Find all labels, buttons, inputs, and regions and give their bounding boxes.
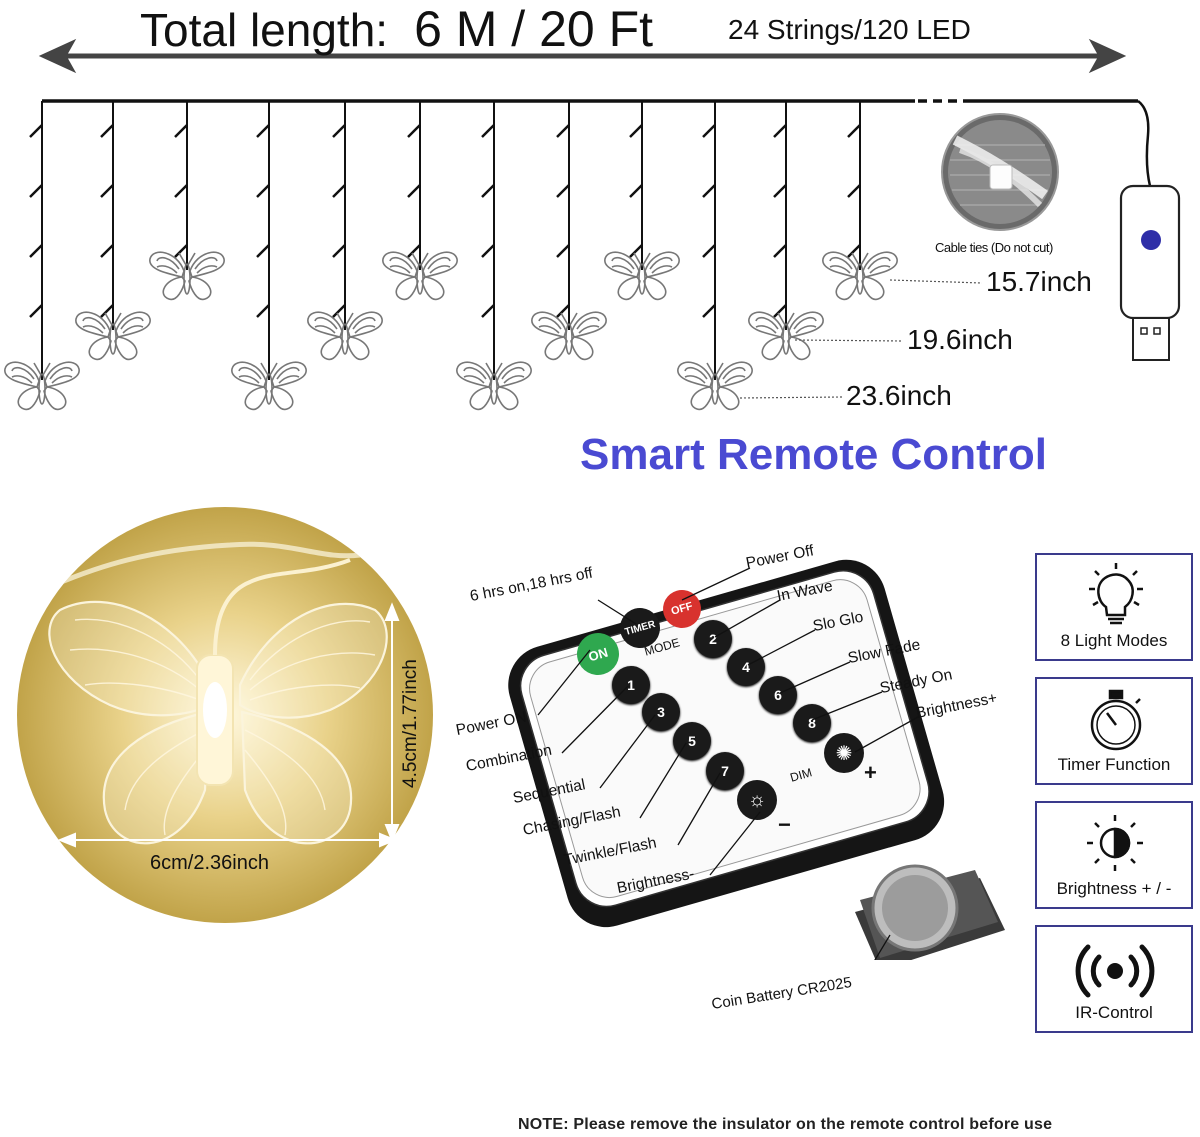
led-bulb	[773, 124, 787, 138]
butterflies	[4, 251, 898, 411]
led-bulb	[702, 244, 716, 258]
total-length-heading: Total length: 6 M / 20 Ft	[140, 0, 653, 58]
led-bulb	[100, 124, 114, 138]
led-bulb	[847, 184, 861, 198]
total-length-label: Total length:	[140, 4, 389, 56]
feature-label: IR-Control	[1075, 1003, 1153, 1022]
feature-label: Timer Function	[1057, 755, 1171, 774]
butterfly-height-label: 4.5cm/1.77inch	[400, 659, 421, 788]
led-bulb	[332, 124, 346, 138]
feature-ir-control: IR-Control	[1035, 925, 1193, 1033]
led-bulb	[556, 184, 570, 198]
led-bulb	[702, 124, 716, 138]
led-bulb	[629, 244, 643, 258]
dimension-arrows	[57, 602, 400, 848]
controller-box	[1119, 184, 1181, 361]
brightness-icon	[1087, 815, 1143, 871]
lightbulb-icon	[1089, 563, 1143, 625]
led-strands	[29, 101, 861, 380]
led-bulb	[174, 184, 188, 198]
led-bulb	[29, 304, 43, 318]
mode-button-4[interactable]: 4	[727, 648, 765, 686]
led-bulb	[29, 124, 43, 138]
mode-button-7[interactable]: 7	[706, 752, 744, 790]
feature-timer: Timer Function	[1035, 677, 1193, 785]
brightness-up-button[interactable]: ✺	[824, 733, 864, 773]
feature-light-modes: 8 Light Modes	[1035, 553, 1193, 661]
led-bulb	[256, 184, 270, 198]
length-label-long: 23.6inch	[846, 380, 952, 411]
led-bulb	[256, 124, 270, 138]
brightness-down-button[interactable]: ☼	[737, 780, 777, 820]
sun-outline-icon: ☼	[747, 788, 767, 811]
mode-button-6[interactable]: 6	[759, 676, 797, 714]
curtain-diagram	[4, 38, 1181, 411]
mode-button-2[interactable]: 2	[694, 620, 732, 658]
butterfly-closeup	[17, 507, 433, 923]
led-bulb	[407, 184, 421, 198]
remote-control	[508, 559, 1005, 960]
plus-label: +	[864, 760, 877, 785]
ir-signal-icon	[1075, 944, 1155, 998]
led-bulb	[481, 304, 495, 318]
butterfly-width-label: 6cm/2.36inch	[150, 852, 269, 874]
led-bulb	[773, 244, 787, 258]
led-bulb	[773, 304, 787, 318]
led-bulb	[332, 304, 346, 318]
led-bulb	[174, 244, 188, 258]
led-bulb	[256, 244, 270, 258]
led-bulb	[702, 304, 716, 318]
cable-tie-closeup	[941, 113, 1059, 231]
led-bulb	[847, 244, 861, 258]
led-bulb	[29, 244, 43, 258]
led-bulb	[847, 124, 861, 138]
led-bulb	[629, 184, 643, 198]
led-bulb	[556, 304, 570, 318]
feature-label: Brightness + / -	[1056, 879, 1172, 898]
led-bulb	[556, 244, 570, 258]
led-bulb	[702, 184, 716, 198]
cable-ties-label: Cable ties (Do not cut)	[935, 240, 1053, 255]
battery-tray	[855, 864, 1005, 960]
led-bulb	[332, 184, 346, 198]
mode-button-1[interactable]: 1	[612, 666, 650, 704]
minus-label: −	[778, 812, 791, 837]
led-bulb	[481, 124, 495, 138]
led-bulb	[407, 244, 421, 258]
led-bulb	[256, 304, 270, 318]
led-bulb	[332, 244, 346, 258]
feature-label: 8 Light Modes	[1060, 631, 1168, 650]
insulator-note: NOTE: Please remove the insulator on the…	[518, 1116, 1053, 1133]
led-bulb	[100, 304, 114, 318]
led-bulb	[481, 244, 495, 258]
strings-led-count: 24 Strings/120 LED	[728, 14, 971, 45]
stopwatch-icon	[1090, 689, 1142, 751]
led-bulb	[174, 124, 188, 138]
mode-button-8[interactable]: 8	[793, 704, 831, 742]
led-bulb	[629, 124, 643, 138]
length-arrow	[38, 38, 1127, 74]
total-length-value: 6 M / 20 Ft	[414, 1, 654, 57]
length-leaders	[739, 279, 983, 399]
led-bulb	[29, 184, 43, 198]
battery-label: Coin Battery CR2025	[710, 974, 854, 1013]
sun-icon: ✺	[835, 742, 853, 765]
led-bulb	[100, 184, 114, 198]
remote-leader-lines	[537, 567, 919, 960]
remote-section-title: Smart Remote Control	[580, 430, 1047, 479]
led-bulb	[556, 124, 570, 138]
led-bulb	[481, 184, 495, 198]
length-label-short: 15.7inch	[986, 266, 1092, 297]
led-bulb	[773, 184, 787, 198]
led-bulb	[100, 244, 114, 258]
length-label-medium: 19.6inch	[907, 324, 1013, 355]
feature-brightness: Brightness + / -	[1035, 801, 1193, 909]
led-bulb	[407, 124, 421, 138]
